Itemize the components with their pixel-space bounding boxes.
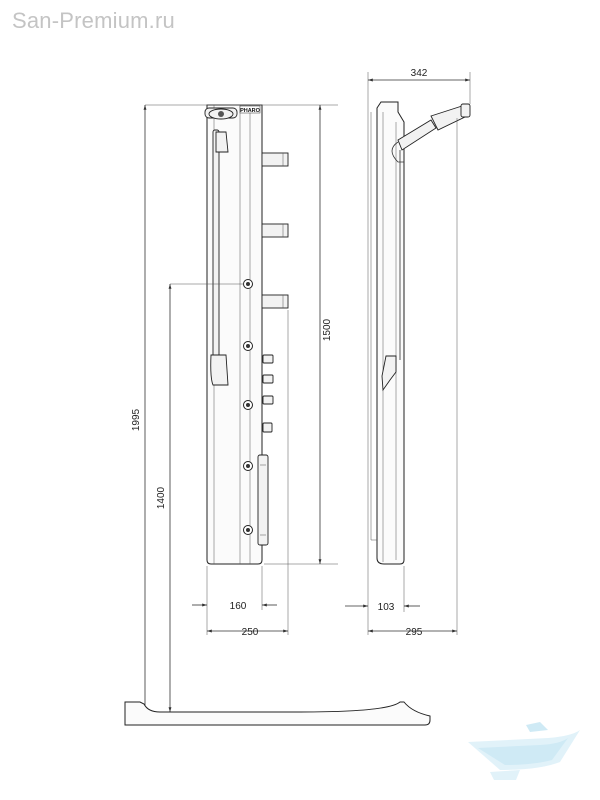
front-panel-body <box>206 104 263 565</box>
shower-head <box>204 107 238 120</box>
dim-nozzle-height: 1400 <box>156 486 167 509</box>
shower-tray <box>124 701 431 726</box>
dim-total-height: 1995 <box>131 408 142 431</box>
dim-top-depth: 342 <box>411 68 428 79</box>
site-watermark: San-Premium.ru <box>12 8 175 33</box>
side-panel-body <box>376 101 405 565</box>
brand-label: PHARO <box>240 108 261 114</box>
dim-side-depth: 103 <box>378 602 395 613</box>
front-view: PHARO <box>143 104 338 712</box>
dim-side-total-depth: 295 <box>406 627 423 638</box>
bathtub-logo-icon <box>468 722 580 780</box>
side-slider <box>381 355 397 392</box>
hand-shower-holder <box>215 131 229 153</box>
side-hand-shower <box>397 103 471 151</box>
slide-rail <box>212 129 220 386</box>
side-jets <box>261 152 289 309</box>
massage-nozzles <box>243 279 253 535</box>
slide-bar-handle <box>210 354 229 386</box>
dim-front-width: 250 <box>242 627 259 638</box>
side-view <box>345 72 471 635</box>
dim-front-inner-width: 160 <box>230 601 247 612</box>
dim-panel-height: 1500 <box>322 318 333 341</box>
shower-hose <box>391 141 404 163</box>
control-knobs <box>257 354 274 546</box>
